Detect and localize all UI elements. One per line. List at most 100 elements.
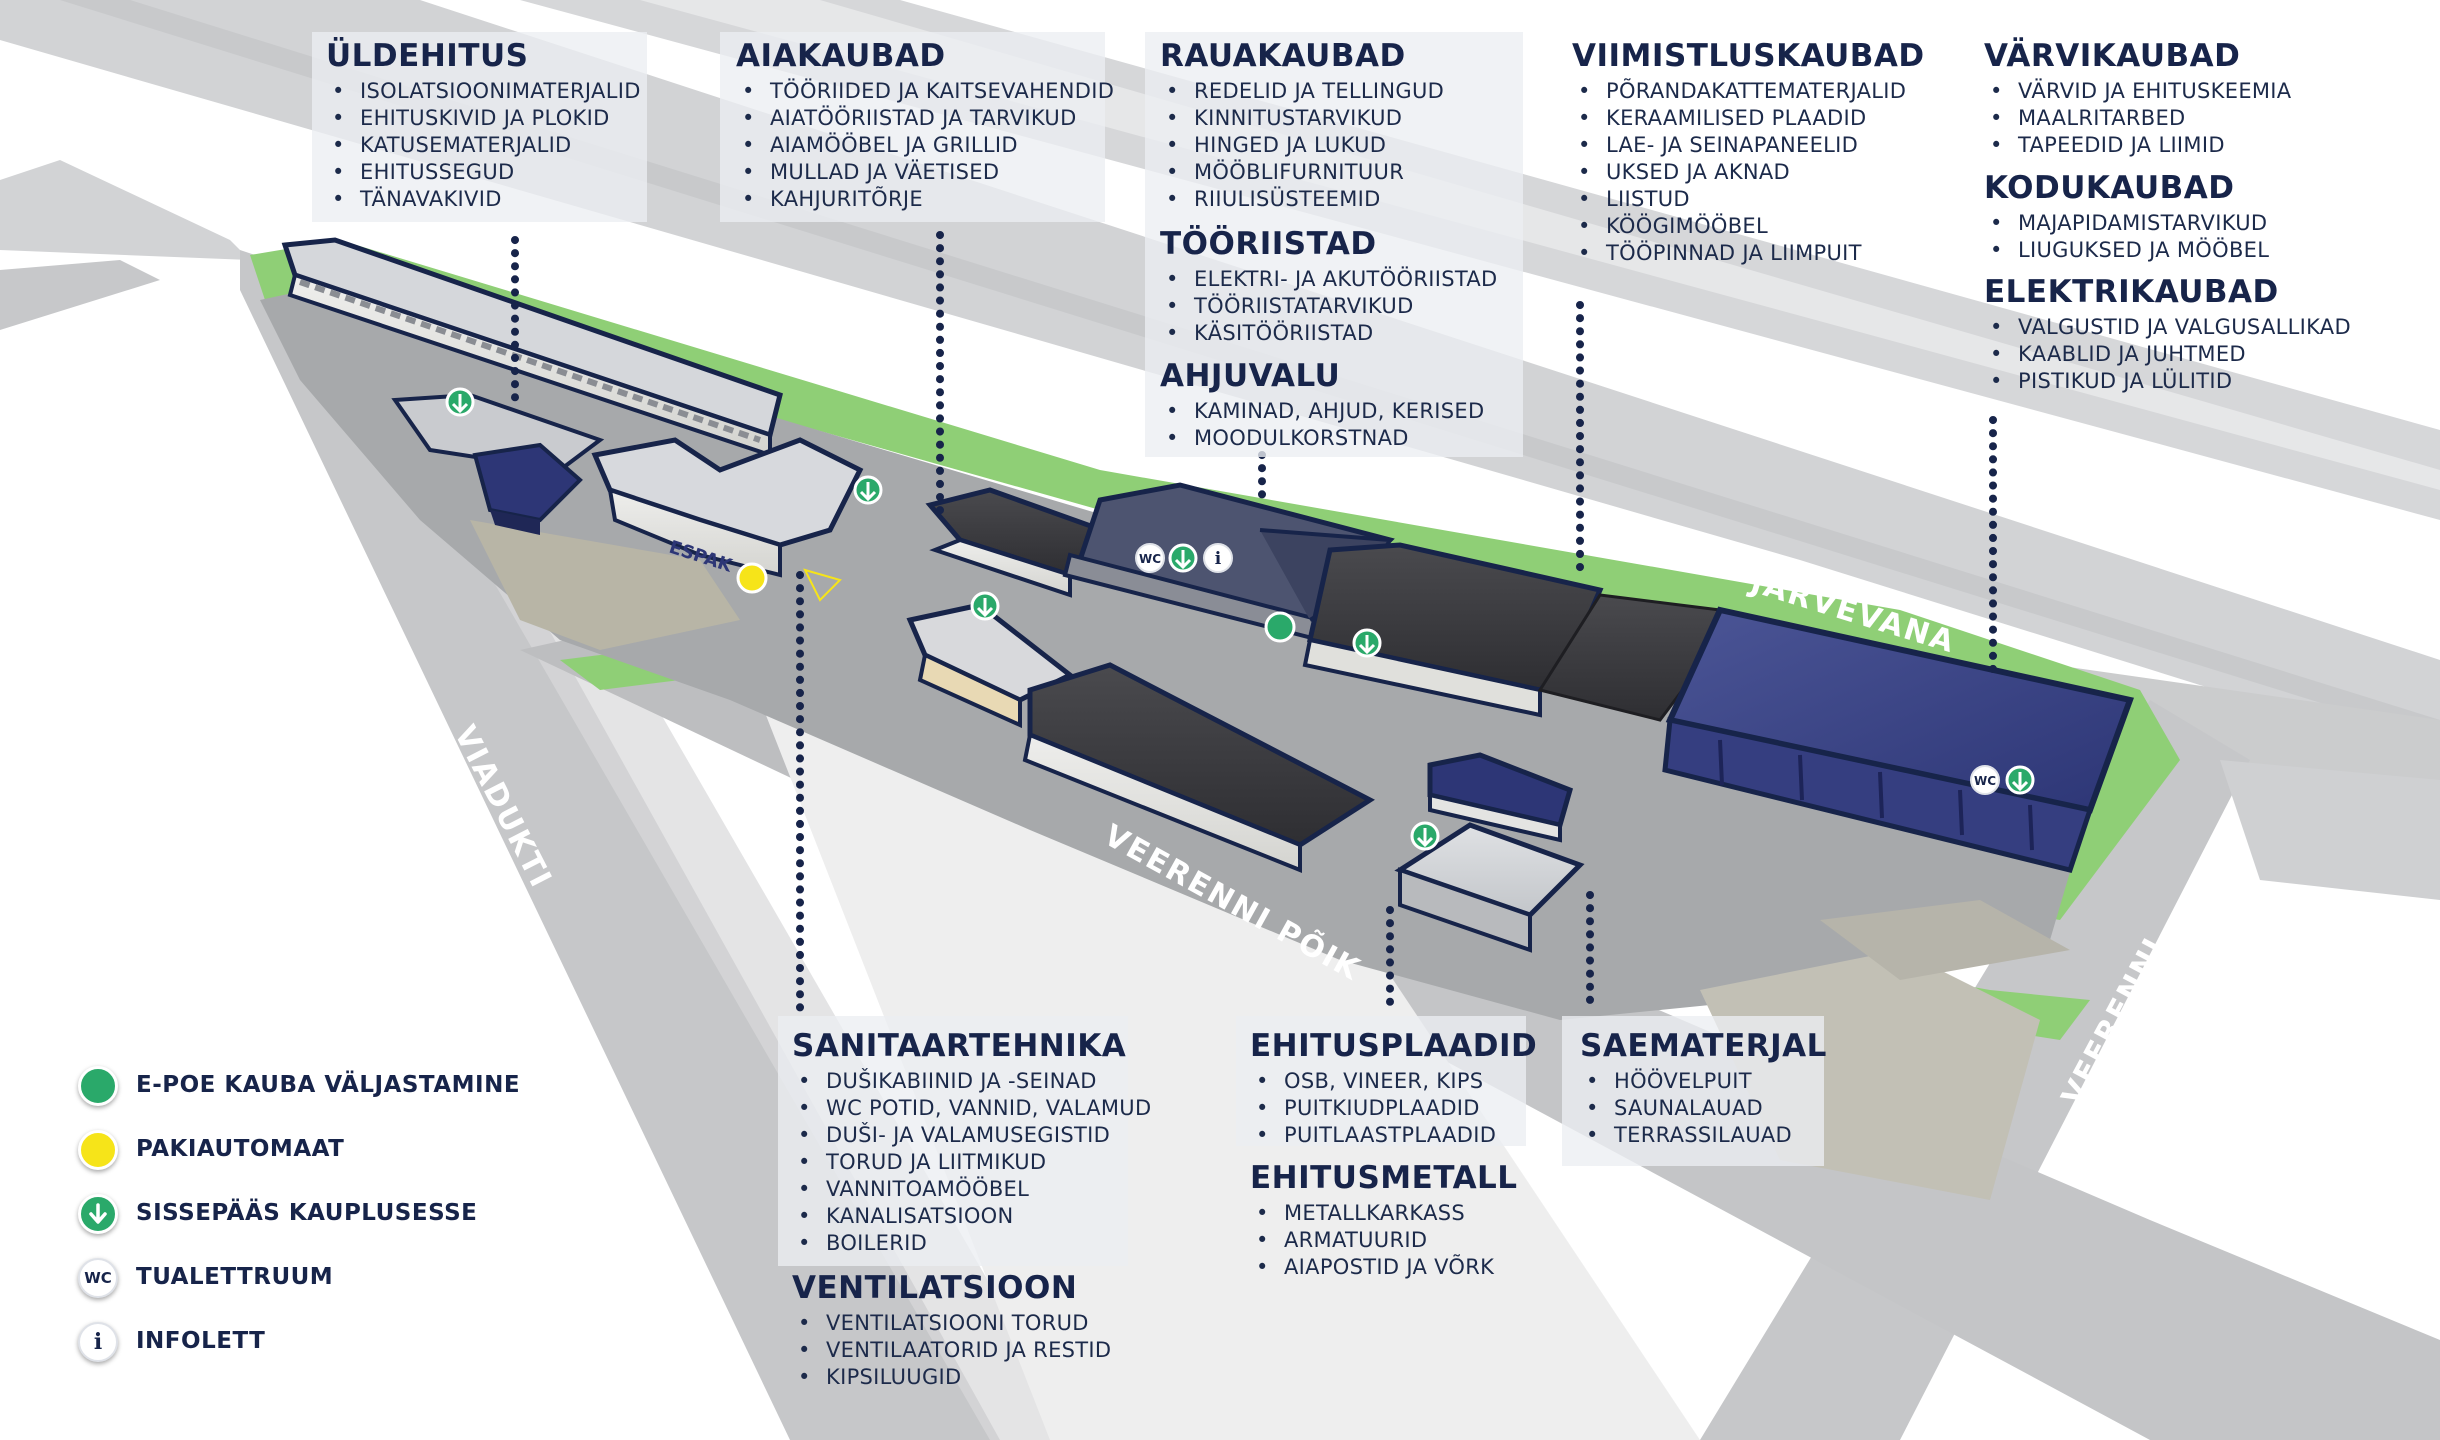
category-item: DUŠIKABIINID JA -SEINAD [792, 1068, 1151, 1095]
wc-marker[interactable]: WC [1135, 543, 1165, 573]
category-aiakaubad[interactable]: AIAKAUBAD TÖÖRIIDED JA KAITSEVAHENDID AI… [736, 36, 1114, 219]
info-icon: i [1215, 549, 1222, 569]
legend-label: SISSEPÄÄS KAUPLUSESSE [136, 1200, 478, 1226]
category-item: TÄNAVAKIVID [326, 186, 641, 213]
category-items: VALGUSTID JA VALGUSALLIKAD KAABLID JA JU… [1984, 314, 2351, 395]
category-item: TAPEEDID JA LIIMID [1984, 132, 2291, 159]
category-tooriistad[interactable]: TÖÖRIISTAD ELEKTRI- JA AKUTÖÖRIISTAD TÖÖ… [1160, 224, 1497, 353]
category-item: ARMATUURID [1250, 1227, 1518, 1254]
category-item: RIIULISÜSTEEMID [1160, 186, 1444, 213]
building-dark-4 [1537, 593, 1723, 722]
category-ehitusmetall[interactable]: EHITUSMETALL METALLKARKASS ARMATUURID AI… [1250, 1158, 1518, 1287]
category-item: KATUSEMATERJALID [326, 132, 641, 159]
info-icon: i [78, 1322, 118, 1362]
building-small-left [391, 392, 605, 535]
entrance-marker[interactable] [1410, 821, 1440, 851]
category-item: TÖÖRIIDED JA KAITSEVAHENDID [736, 78, 1114, 105]
building-dark-3 [1302, 542, 1604, 718]
entrance-marker[interactable] [2005, 765, 2035, 795]
category-item: VENTILATSIOONI TORUD [792, 1310, 1111, 1337]
category-item: KÄSITÖÖRIISTAD [1160, 320, 1497, 347]
category-item: KAMINAD, AHJUD, KERISED [1160, 398, 1484, 425]
category-item: MÖÖBLIFURNITUUR [1160, 159, 1444, 186]
category-ahjuvalu[interactable]: AHJUVALU KAMINAD, AHJUD, KERISED MOODULK… [1160, 356, 1484, 458]
category-item: HINGED JA LUKUD [1160, 132, 1444, 159]
category-items: TÖÖRIIDED JA KAITSEVAHENDID AIATÖÖRIISTA… [736, 78, 1114, 213]
category-item: ELEKTRI- JA AKUTÖÖRIISTAD [1160, 266, 1497, 293]
category-items: ELEKTRI- JA AKUTÖÖRIISTAD TÖÖRIISTATARVI… [1160, 266, 1497, 347]
entrance-marker[interactable] [970, 591, 1000, 621]
entrance-marker[interactable] [1168, 543, 1198, 573]
category-title: KODUKAUBAD [1984, 170, 2235, 206]
category-ventilatsioon[interactable]: VENTILATSIOON VENTILATSIOONI TORUD VENTI… [792, 1268, 1111, 1397]
category-item: LAE- JA SEINAPANEELID [1572, 132, 1925, 159]
category-item: OSB, VINEER, KIPS [1250, 1068, 1537, 1095]
category-item: AIAPOSTID JA VÕRK [1250, 1254, 1518, 1281]
category-title: VÄRVIKAUBAD [1984, 38, 2241, 74]
category-title: SANITAARTEHNIKA [792, 1028, 1127, 1064]
category-item: MOODULKORSTNAD [1160, 425, 1484, 452]
building-saematerjal [1394, 822, 1585, 953]
category-items: ISOLATSIOONIMATERJALID EHITUSKIVID JA PL… [326, 78, 641, 213]
wc-icon: WC [1974, 774, 1996, 788]
category-item: EHITUSSEGUD [326, 159, 641, 186]
category-item: MULLAD JA VÄETISED [736, 159, 1114, 186]
category-sanitaartehnika[interactable]: SANITAARTEHNIKA DUŠIKABIINID JA -SEINAD … [792, 1026, 1151, 1263]
category-item: VANNITOAMÖÖBEL [792, 1176, 1151, 1203]
wc-icon: WC [78, 1258, 118, 1298]
leader-lines [511, 231, 1997, 1012]
category-item: EHITUSKIVID JA PLOKID [326, 105, 641, 132]
category-item: TORUD JA LIITMIKUD [792, 1149, 1151, 1176]
category-item: WC POTID, VANNID, VALAMUD [792, 1095, 1151, 1122]
entrance-marker[interactable] [445, 387, 475, 417]
category-rauakaubad[interactable]: RAUAKAUBAD REDELID JA TELLINGUD KINNITUS… [1160, 36, 1444, 219]
category-item: LIUGUKSED JA MÖÖBEL [1984, 237, 2269, 264]
category-kodukaubad[interactable]: KODUKAUBAD MAJAPIDAMISTARVIKUD LIUGUKSED… [1984, 168, 2269, 270]
category-viimistluskaubad[interactable]: VIIMISTLUSKAUBAD PÕRANDAKATTEMATERJALID … [1572, 36, 1925, 273]
category-item: LIISTUD [1572, 186, 1925, 213]
wc-marker[interactable]: WC [1970, 765, 2000, 795]
category-items: HÖÖVELPUIT SAUNALAUAD TERRASSILAUAD [1580, 1068, 1827, 1149]
category-item: REDELID JA TELLINGUD [1160, 78, 1444, 105]
category-items: OSB, VINEER, KIPS PUITKIUDPLAADID PUITLA… [1250, 1068, 1537, 1149]
legend-label: INFOLETT [136, 1328, 266, 1354]
category-item: PÕRANDAKATTEMATERJALID [1572, 78, 1925, 105]
green-dot-icon [78, 1066, 118, 1106]
e-shop-pickup-marker[interactable] [1264, 611, 1296, 643]
entrance-marker[interactable] [853, 475, 883, 505]
legend-label: TUALETTRUUM [136, 1264, 334, 1290]
category-items: MAJAPIDAMISTARVIKUD LIUGUKSED JA MÖÖBEL [1984, 210, 2269, 264]
category-item: PISTIKUD JA LÜLITID [1984, 368, 2351, 395]
category-item: VALGUSTID JA VALGUSALLIKAD [1984, 314, 2351, 341]
building-central: ESPAK [591, 437, 864, 578]
category-elektrikaubad[interactable]: ELEKTRIKAUBAD VALGUSTID JA VALGUSALLIKAD… [1984, 272, 2351, 401]
category-uldehitus[interactable]: ÜLDEHITUS ISOLATSIOONIMATERJALID EHITUSK… [326, 36, 641, 219]
wc-icon: WC [1139, 552, 1161, 566]
category-item: HÖÖVELPUIT [1580, 1068, 1827, 1095]
category-item: KIPSILUUGID [792, 1364, 1111, 1391]
building-warehouse [1022, 662, 1375, 873]
category-item: KÖÖGIMÖÖBEL [1572, 213, 1925, 240]
category-varvikaubad[interactable]: VÄRVIKAUBAD VÄRVID JA EHITUSKEEMIA MAALR… [1984, 36, 2291, 165]
category-title: ELEKTRIKAUBAD [1984, 274, 2279, 310]
category-item: METALLKARKASS [1250, 1200, 1518, 1227]
category-item: BOILERID [792, 1230, 1151, 1257]
info-marker[interactable]: i [1203, 543, 1233, 573]
category-title: RAUAKAUBAD [1160, 38, 1406, 74]
info-icon-text: i [93, 1329, 103, 1355]
category-title: AIAKAUBAD [736, 38, 946, 74]
yellow-dot-icon [78, 1130, 118, 1170]
category-item: MAJAPIDAMISTARVIKUD [1984, 210, 2269, 237]
category-item: TÖÖRIISTATARVIKUD [1160, 293, 1497, 320]
category-ehitusplaadid[interactable]: EHITUSPLAADID OSB, VINEER, KIPS PUITKIUD… [1250, 1026, 1537, 1155]
category-item: KAHJURITÕRJE [736, 186, 1114, 213]
category-item: MAALRITARBED [1984, 105, 2291, 132]
parcel-locker-marker[interactable] [736, 562, 768, 594]
category-items: PÕRANDAKATTEMATERJALID KERAAMILISED PLAA… [1572, 78, 1925, 267]
category-item: ISOLATSIOONIMATERJALID [326, 78, 641, 105]
entrance-arrow-icon [78, 1194, 118, 1234]
category-items: REDELID JA TELLINGUD KINNITUSTARVIKUD HI… [1160, 78, 1444, 213]
entrance-marker[interactable] [1352, 628, 1382, 658]
category-saematerjal[interactable]: SAEMATERJAL HÖÖVELPUIT SAUNALAUAD TERRAS… [1580, 1026, 1827, 1155]
category-item: DUŠI- JA VALAMUSEGISTID [792, 1122, 1151, 1149]
